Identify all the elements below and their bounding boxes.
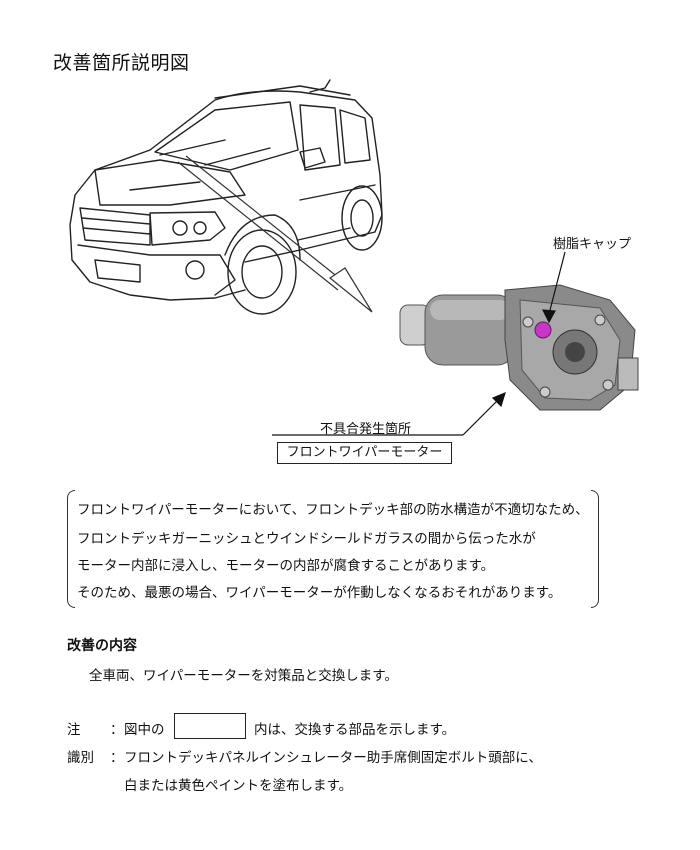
figure-illustration — [69, 79, 639, 436]
identification-line: フロントデッキパネルインシュレーター助手席側固定ボルト頭部に、 — [124, 750, 542, 766]
car-illustration — [69, 79, 383, 315]
page-title: 改善箇所説明図 — [53, 52, 190, 74]
notice-bracket-right — [591, 490, 599, 608]
identification-line: 白または黄色ペイントを塗布します。 — [124, 778, 353, 794]
notice-line: フロントデッキガーニッシュとウインドシールドガラスの間から伝った水が — [77, 531, 536, 547]
note-text-after: 内は、交換する部品を示します。 — [254, 722, 456, 738]
resin-cap-label: 樹脂キャップ — [553, 237, 632, 252]
resin-cap-leader — [541, 251, 566, 324]
part-name-box: フロントワイパーモーター — [277, 442, 452, 464]
notice-panel: フロントワイパーモーターにおいて、フロントデッキ部の防水構造が不適切なため、 フ… — [67, 490, 599, 608]
identification-label: 識別 — [67, 750, 94, 766]
identification-colon: ： — [110, 750, 124, 766]
note-text-before: 図中の — [124, 722, 165, 738]
note-example-box — [174, 713, 246, 739]
note-colon: ： — [110, 722, 124, 738]
improvement-heading: 改善の内容 — [67, 638, 137, 654]
pointer-arrow — [177, 155, 373, 313]
notice-line: フロントワイパーモーターにおいて、フロントデッキ部の防水構造が不適切なため、 — [77, 502, 589, 518]
defect-location-label: 不具合発生箇所 — [320, 422, 412, 437]
resin-cap-marker — [534, 321, 552, 339]
notice-line: モーター内部に浸入し、モーターの内部が腐食することがあります。 — [77, 558, 495, 574]
notice-line: そのため、最悪の場合、ワイパーモーターが作動しなくなるおそれがあります。 — [77, 585, 562, 601]
defect-leader — [272, 391, 506, 436]
wiper-motor-illustration — [399, 284, 639, 411]
notice-bracket-left — [67, 490, 75, 608]
improvement-body: 全車両、ワイパーモーターを対策品と交換します。 — [89, 668, 398, 684]
note-label: 注 — [67, 722, 81, 738]
